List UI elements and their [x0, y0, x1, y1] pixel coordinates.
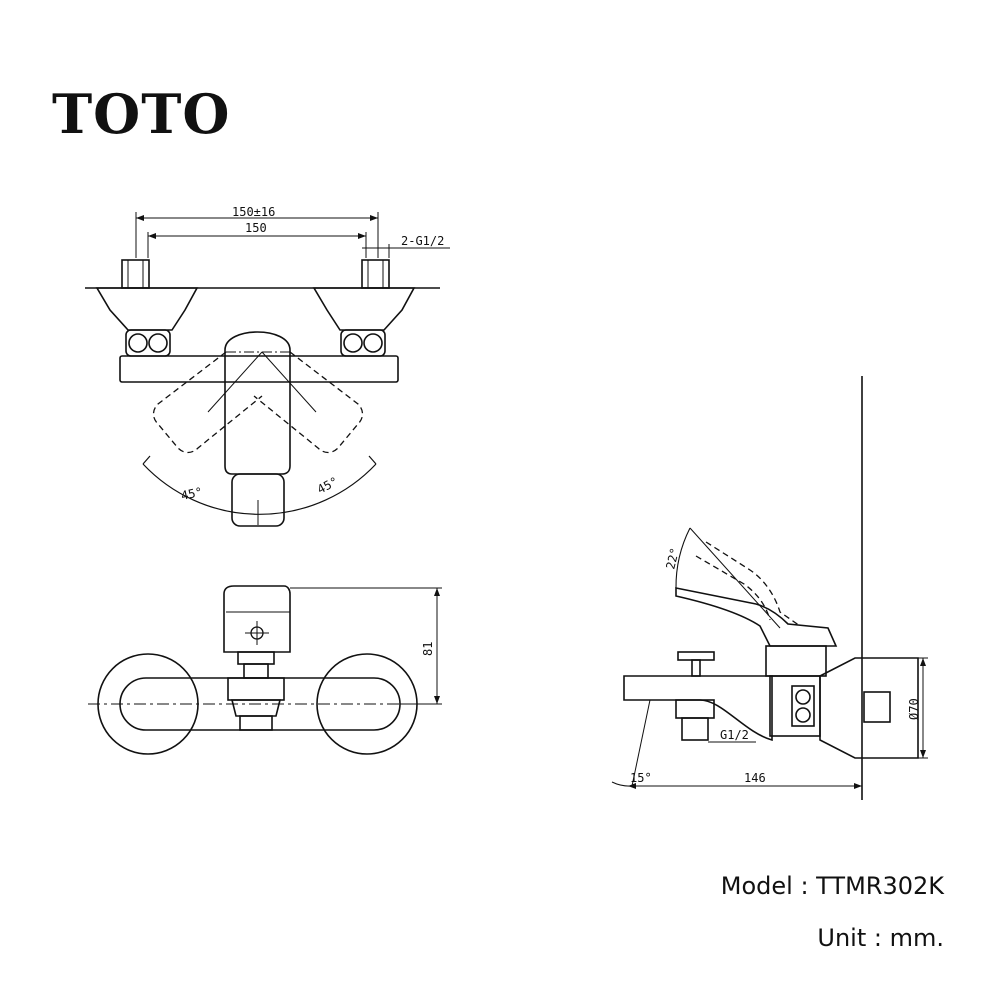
top-view	[85, 212, 450, 527]
angle-right-45: 45°	[315, 474, 341, 497]
thread-label-top: 2-G1/2	[401, 234, 444, 248]
front-view	[88, 585, 442, 755]
dim-150-tolerance: 150±16	[232, 205, 275, 219]
dim-146: 146	[744, 771, 766, 785]
side-view	[611, 376, 928, 800]
thread-label-side: G1/2	[720, 728, 749, 742]
dim-diameter-70: Ø70	[907, 698, 921, 720]
dim-81: 81	[421, 642, 435, 656]
toto-logo: TOTO	[52, 82, 231, 146]
dim-150: 150	[245, 221, 267, 235]
angle-15: 15°	[630, 771, 652, 785]
unit-label: Unit : mm.	[817, 924, 944, 952]
angle-left-45: 45°	[180, 485, 204, 503]
angle-22: 22°	[663, 546, 682, 570]
model-label: Model : TTMR302K	[720, 872, 944, 900]
